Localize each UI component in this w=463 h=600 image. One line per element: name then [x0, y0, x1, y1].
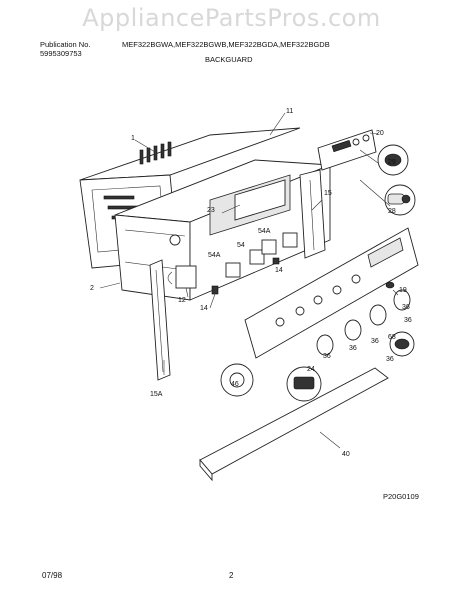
- callout-36-f: 36: [386, 356, 394, 363]
- callout-15: 15: [324, 190, 332, 197]
- infinite-switches: [225, 232, 298, 278]
- footer-page-number: 2: [229, 571, 234, 580]
- clock-knob-detail: [377, 144, 416, 216]
- callout-36-d: 36: [349, 345, 357, 352]
- leader-lines: [99, 112, 399, 449]
- callout-54a-left: 54A: [208, 252, 221, 259]
- publication-label: Publication No.: [40, 40, 91, 49]
- callout-54a-top: 54A: [258, 228, 271, 235]
- knob-detail-68: [389, 331, 415, 357]
- side-trim-left: [149, 259, 171, 381]
- callout-labels: 1 11 20 29 15 28 23 54A 54 54A 14 2 12 1…: [90, 108, 412, 458]
- callout-36-b: 36: [404, 317, 412, 324]
- callout-20: 20: [376, 130, 384, 137]
- callout-1: 1: [131, 135, 135, 142]
- callout-54: 54: [237, 242, 245, 249]
- callout-15a: 15A: [150, 391, 163, 398]
- clock-control-board: [317, 129, 377, 171]
- control-panel: [244, 227, 419, 359]
- side-trim-right: [299, 169, 326, 259]
- callout-36-c: 36: [371, 338, 379, 345]
- model-numbers: MEF322BGWA,MEF322BGWB,MEF322BGDA,MEF322B…: [122, 40, 330, 49]
- callout-14-low: 14: [200, 305, 208, 312]
- callout-36-a: 36: [402, 304, 410, 311]
- footer-date: 07/98: [42, 571, 63, 580]
- callout-2: 2: [90, 285, 94, 292]
- callout-14-right: 14: [275, 267, 283, 274]
- callout-40: 40: [342, 451, 350, 458]
- callout-24: 24: [307, 366, 315, 373]
- section-title: BACKGUARD: [205, 55, 253, 64]
- lamp-switch-details: [220, 363, 322, 402]
- callout-36-e: 36: [323, 353, 331, 360]
- publication-number: 5995309753: [40, 49, 82, 58]
- callout-23: 23: [207, 207, 215, 214]
- callout-68: 68: [388, 334, 396, 341]
- diagram-code: P20G0109: [383, 492, 419, 501]
- callout-28: 28: [388, 208, 396, 215]
- callout-29: 29: [388, 159, 396, 166]
- bottom-trim: [199, 367, 389, 482]
- callout-11: 11: [286, 108, 293, 115]
- callout-46: 46: [231, 381, 239, 388]
- backguard-frame: [114, 159, 331, 301]
- callout-12: 12: [178, 297, 186, 304]
- callout-19: 19: [399, 287, 407, 294]
- watermark: AppliancePartsPros.com: [82, 4, 381, 32]
